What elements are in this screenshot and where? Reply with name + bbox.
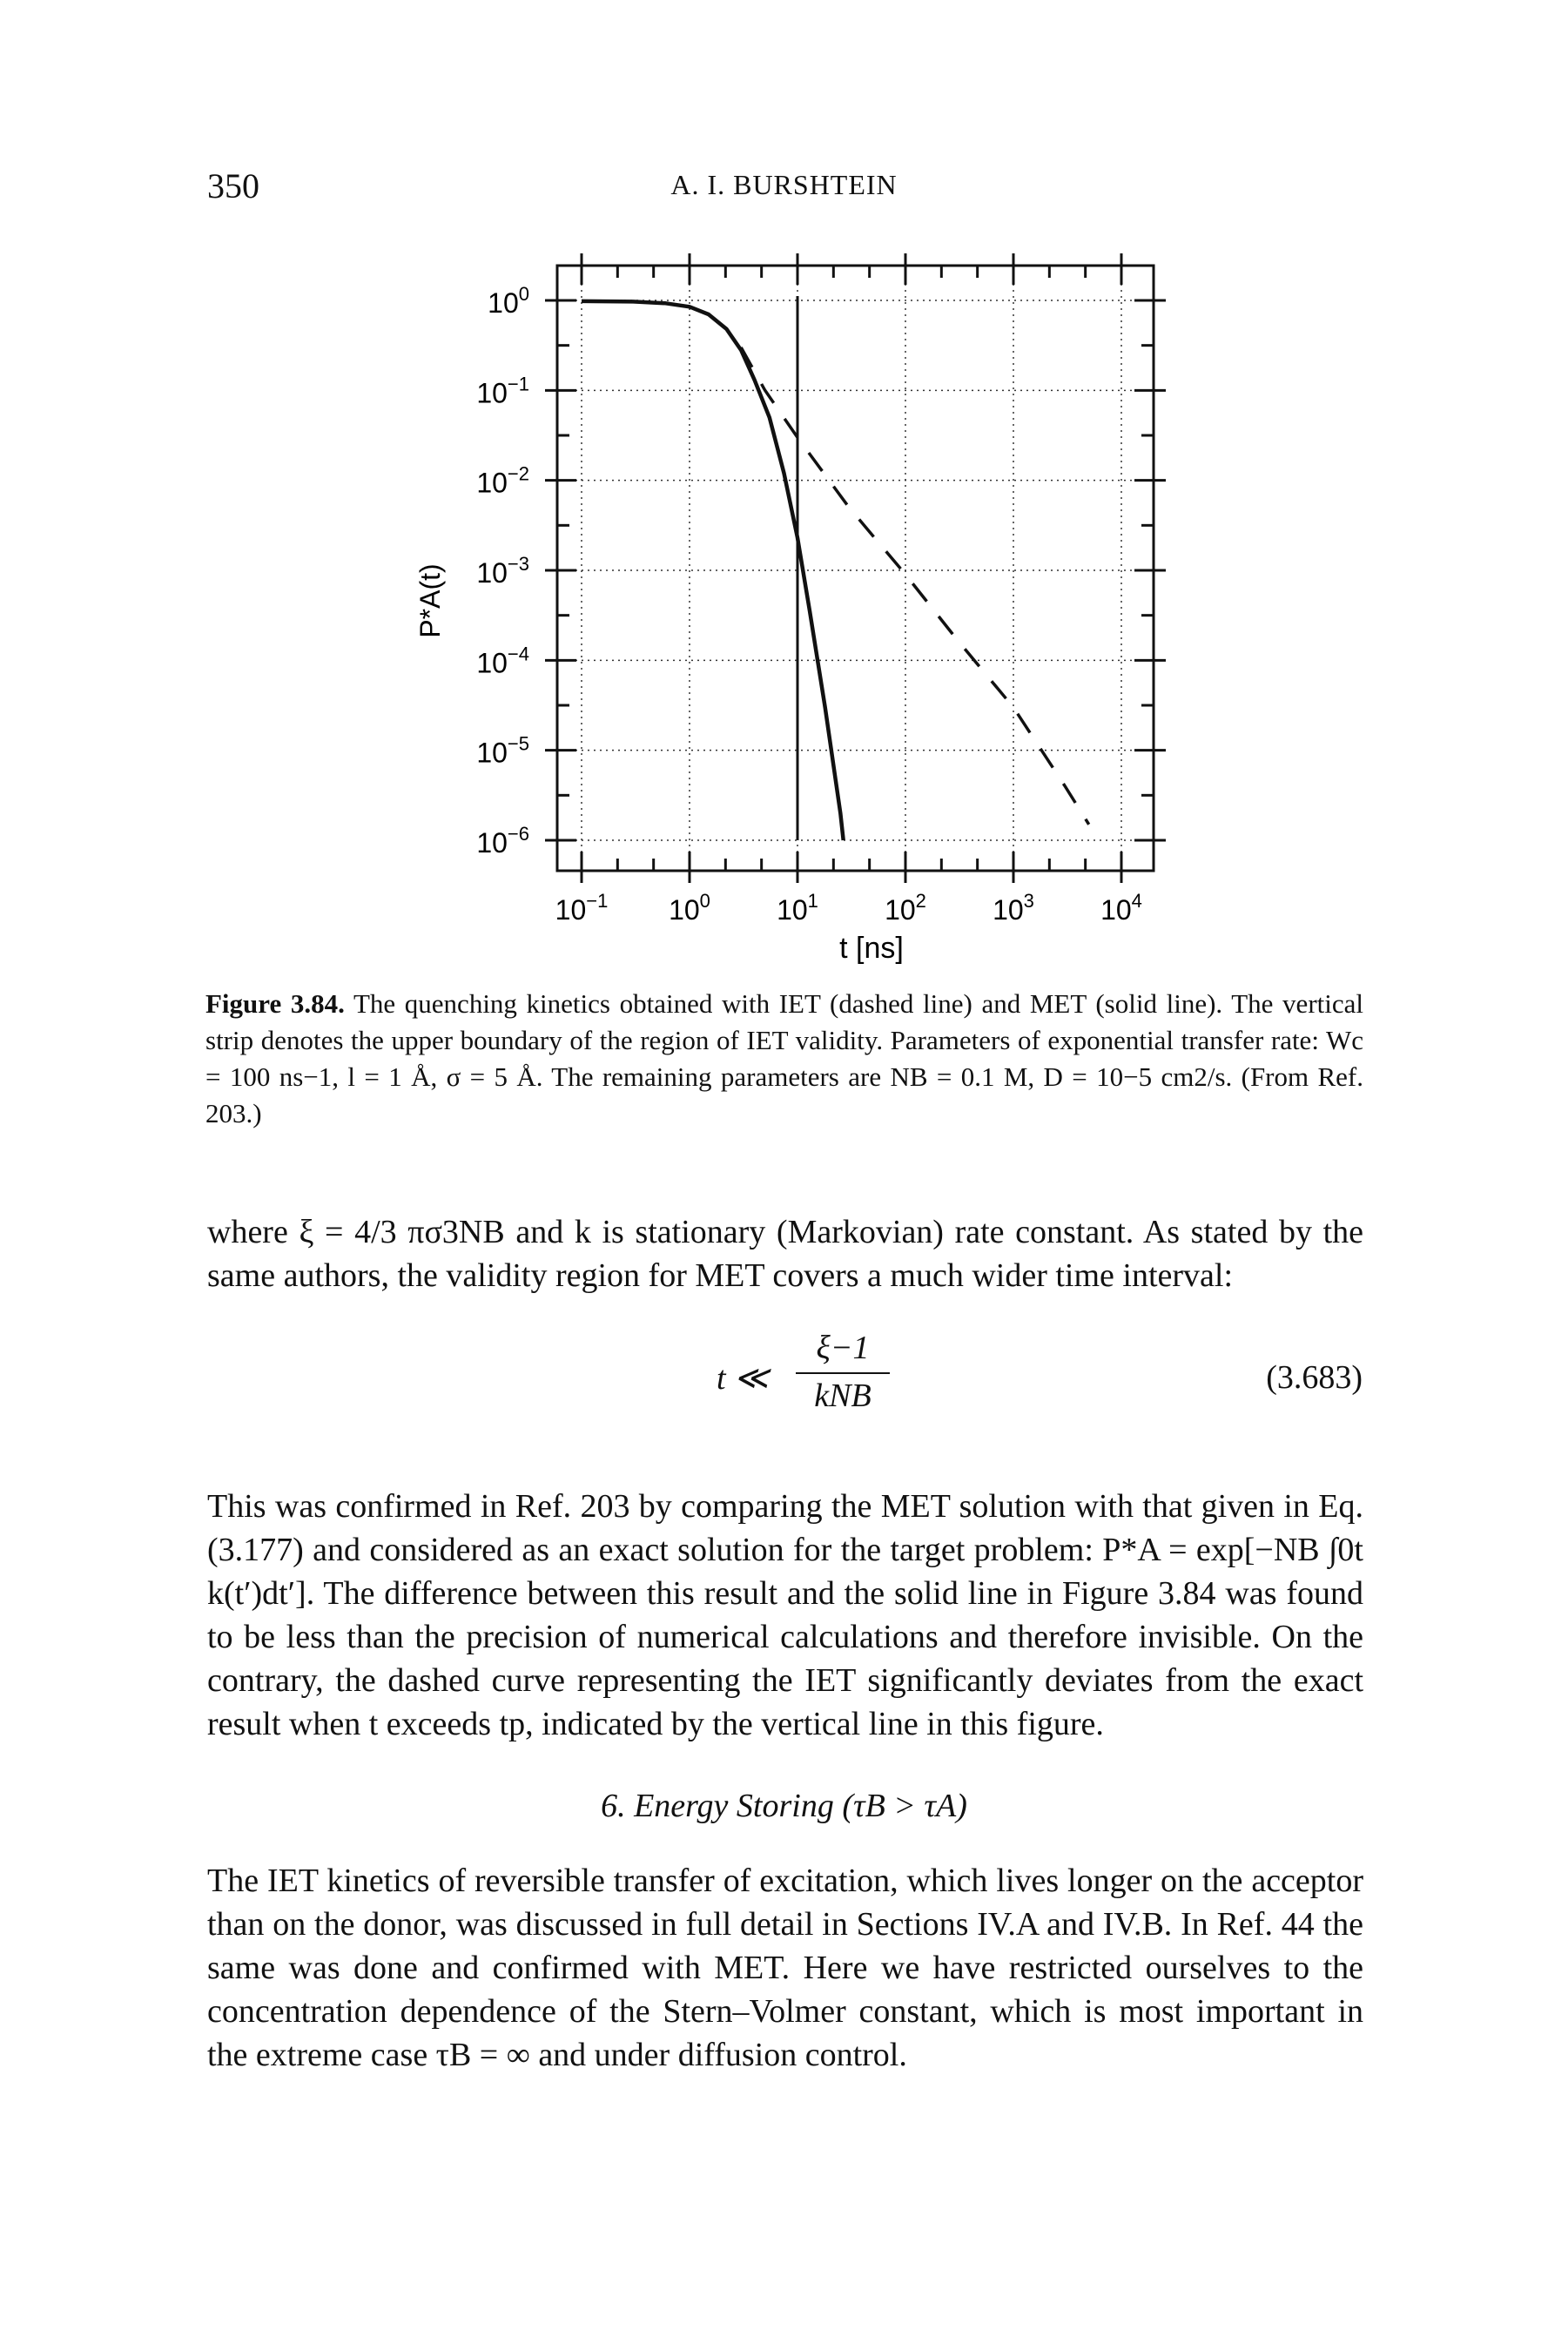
met-solid-curve: [581, 299, 845, 841]
y-tick-labels: 100 10−1 10−2 10−3 10−4 10−5 10−6: [476, 283, 529, 859]
section-heading: 6. Energy Storing (τB > τA): [601, 1788, 967, 1824]
plot-frame: [555, 264, 1155, 872]
equation-fraction: ξ−1 kNB: [791, 1324, 895, 1418]
chart-series: [581, 299, 1091, 841]
equation-numerator: ξ−1: [816, 1330, 870, 1366]
paragraph-2: This was confirmed in Ref. 203 by compar…: [207, 1488, 1363, 1742]
running-head: A. I. BURSHTEIN: [670, 169, 898, 200]
x-tick-label: 102: [885, 890, 926, 926]
equation-lhs: t ≪: [717, 1360, 769, 1397]
y-tick-label: 10−3: [476, 553, 529, 589]
y-tick-label: 10−1: [476, 373, 529, 408]
x-tick-label: 10−1: [555, 890, 609, 926]
axis-ticks: [545, 253, 1166, 883]
y-tick-label: 10−4: [476, 643, 529, 678]
figure-caption: Figure 3.84. The quenching kinetics obta…: [205, 986, 1363, 1132]
y-tick-label: 10−6: [476, 823, 529, 859]
paragraph-3: The IET kinetics of reversible transfer …: [207, 1863, 1363, 2073]
x-tick-labels: 10−1 100 101 102 103 104: [555, 890, 1142, 926]
caption-text: The quenching kinetics obtained with IET…: [205, 988, 1363, 1128]
paragraph-1: where ξ = 4/3 πσ3NB and k is stationary …: [207, 1214, 1363, 1294]
x-tick-label: 101: [777, 890, 818, 926]
page-number: 350: [207, 166, 259, 205]
equation-denominator: kNB: [814, 1378, 871, 1414]
x-tick-label: 104: [1100, 890, 1142, 926]
x-tick-label: 100: [669, 890, 710, 926]
y-axis-label: P*A(t): [414, 563, 446, 637]
y-tick-label: 10−2: [476, 463, 529, 499]
y-tick-label: 100: [488, 283, 529, 319]
iet-dashed-curve: [739, 347, 1091, 825]
y-tick-label: 10−5: [476, 733, 529, 769]
equation-3-683: t ≪ ξ−1 kNB (3.683): [0, 1324, 1568, 1454]
fraction-bar: [796, 1372, 890, 1374]
equation-number: (3.683): [1266, 1359, 1363, 1396]
x-axis-label: t [ns]: [839, 932, 904, 965]
page-header: 350 A. I. BURSHTEIN: [0, 165, 1568, 218]
caption-label: Figure 3.84.: [205, 988, 345, 1019]
chart-grid: [557, 266, 1154, 871]
x-tick-label: 103: [993, 890, 1034, 926]
